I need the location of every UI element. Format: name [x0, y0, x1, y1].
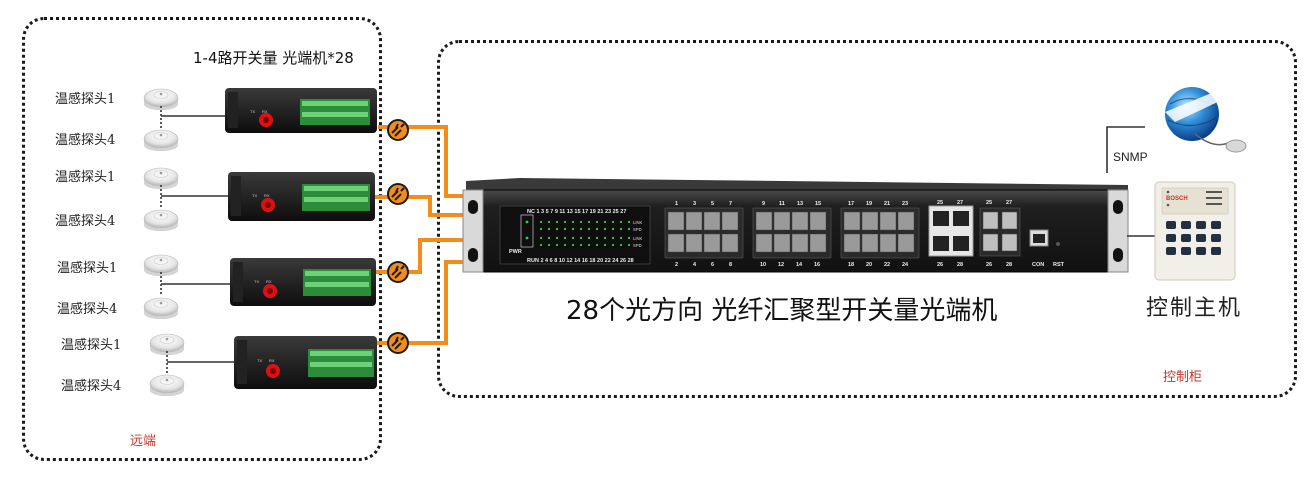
probe-label-unit2-bottom: 温感探头4	[55, 214, 116, 229]
svg-text:17: 17	[848, 201, 854, 207]
svg-text:5: 5	[711, 201, 714, 207]
svg-text:6: 6	[711, 262, 714, 268]
switch-title: 28个光方向 光纤汇聚型开关量光端机	[566, 296, 998, 326]
probe-label-unit3-bottom: 温感探头4	[57, 302, 118, 317]
svg-text:19: 19	[866, 201, 872, 207]
remote-port-labels: TX RX TX RX TX RX TX RX	[250, 109, 275, 363]
svg-text:RST: RST	[1053, 262, 1065, 268]
svg-text:RX: RX	[269, 358, 275, 363]
svg-text:25: 25	[986, 200, 992, 206]
remote-converter-2	[228, 172, 375, 221]
temperature-probe-icon	[143, 209, 179, 232]
svg-text:3: 3	[693, 201, 696, 207]
cabinet-footer-label: 控制柜	[1163, 370, 1203, 385]
svg-text:21: 21	[884, 201, 890, 207]
aggregation-switch: NC 1 3 5 7 9 11 13 15 17 19 21 23 25 27 …	[462, 178, 1129, 273]
remote-region	[22, 17, 382, 461]
svg-text:20: 20	[866, 262, 872, 268]
svg-text:27: 27	[957, 200, 963, 206]
svg-text:12: 12	[778, 262, 784, 268]
svg-text:28: 28	[957, 262, 963, 268]
probe-label-unit2-top: 温感探头1	[55, 170, 116, 185]
svg-text:14: 14	[796, 262, 803, 268]
svg-text:RUN 2 4 6 8 10 12 14 16 18 20: RUN 2 4 6 8 10 12 14 16 18 20 22 24 26 2…	[527, 258, 634, 264]
svg-text:SPD: SPD	[633, 227, 642, 232]
svg-text:RX: RX	[266, 279, 272, 284]
svg-text:LINK: LINK	[633, 236, 643, 241]
fiber-connector-icon	[386, 118, 410, 142]
svg-text:7: 7	[729, 201, 732, 207]
svg-text:TX: TX	[250, 109, 255, 114]
svg-text:25: 25	[937, 200, 943, 206]
rj45-port-block	[928, 205, 974, 257]
svg-text:TX: TX	[252, 193, 257, 198]
svg-text:15: 15	[815, 201, 821, 207]
snmp-label: SNMP	[1113, 150, 1148, 164]
remote-title: 1-4路开关量 光端机*28	[193, 49, 354, 67]
svg-text:PWR: PWR	[509, 249, 522, 255]
svg-text:26: 26	[937, 262, 943, 268]
remote-converter-4	[234, 336, 377, 389]
sfp-combo-block	[979, 207, 1021, 257]
sfp-port-group-2	[752, 207, 832, 259]
fiber-connector-icon	[386, 260, 410, 284]
sfp-port-group-1	[664, 207, 744, 259]
svg-text:2: 2	[675, 262, 678, 268]
snmp-globe-icon	[1165, 87, 1247, 153]
svg-text:4: 4	[693, 262, 697, 268]
remote-converter-3	[230, 258, 376, 306]
probe-label-unit4-top: 温感探头1	[61, 338, 122, 353]
svg-text:NC 1 3 5 7 9 11 13 15 17 19 21: NC 1 3 5 7 9 11 13 15 17 19 21 23 25 27	[527, 209, 626, 215]
svg-text:16: 16	[814, 262, 820, 268]
svg-text:13: 13	[797, 201, 803, 207]
snmp-link-line	[1106, 126, 1145, 173]
svg-text:23: 23	[902, 201, 908, 207]
probe-label-unit3-top: 温感探头1	[57, 261, 118, 276]
svg-text:18: 18	[848, 262, 854, 268]
temperature-probe-icon	[149, 374, 185, 397]
remote-converter-1	[225, 88, 377, 133]
fiber-connector-icon	[386, 331, 410, 355]
svg-text:26: 26	[986, 262, 992, 268]
cabinet-region	[437, 40, 1297, 398]
probe-label-unit1-bottom: 温感探头4	[55, 133, 116, 148]
fiber-connector-icon	[386, 182, 410, 206]
svg-text:RX: RX	[262, 109, 268, 114]
probe-label-unit1-top: 温感探头1	[55, 92, 116, 107]
svg-text:9: 9	[762, 201, 765, 207]
control-host-keypad: BOSCH	[1154, 181, 1236, 281]
svg-text:8: 8	[729, 262, 732, 268]
fiber-lines	[375, 125, 463, 345]
temperature-probe-icon	[143, 297, 179, 320]
svg-text:1: 1	[675, 201, 678, 207]
svg-text:BOSCH: BOSCH	[1166, 196, 1188, 202]
svg-text:11: 11	[779, 201, 785, 207]
svg-text:SPD: SPD	[633, 243, 642, 248]
svg-text:28: 28	[1006, 262, 1012, 268]
svg-text:22: 22	[884, 262, 890, 268]
remote-footer-label: 远端	[130, 434, 157, 449]
svg-text:10: 10	[760, 262, 766, 268]
svg-text:27: 27	[1006, 200, 1012, 206]
svg-text:CON: CON	[1032, 262, 1044, 268]
svg-text:TX: TX	[254, 279, 259, 284]
host-label: 控制主机	[1146, 296, 1243, 321]
svg-text:TX: TX	[257, 358, 262, 363]
sfp-port-group-3	[840, 207, 920, 259]
svg-text:24: 24	[902, 262, 909, 268]
probe-label-unit4-bottom: 温感探头4	[61, 379, 122, 394]
probe-wiring	[160, 106, 234, 373]
svg-text:LINK: LINK	[633, 220, 643, 225]
svg-text:RX: RX	[264, 193, 270, 198]
temperature-probe-icon	[143, 129, 179, 152]
